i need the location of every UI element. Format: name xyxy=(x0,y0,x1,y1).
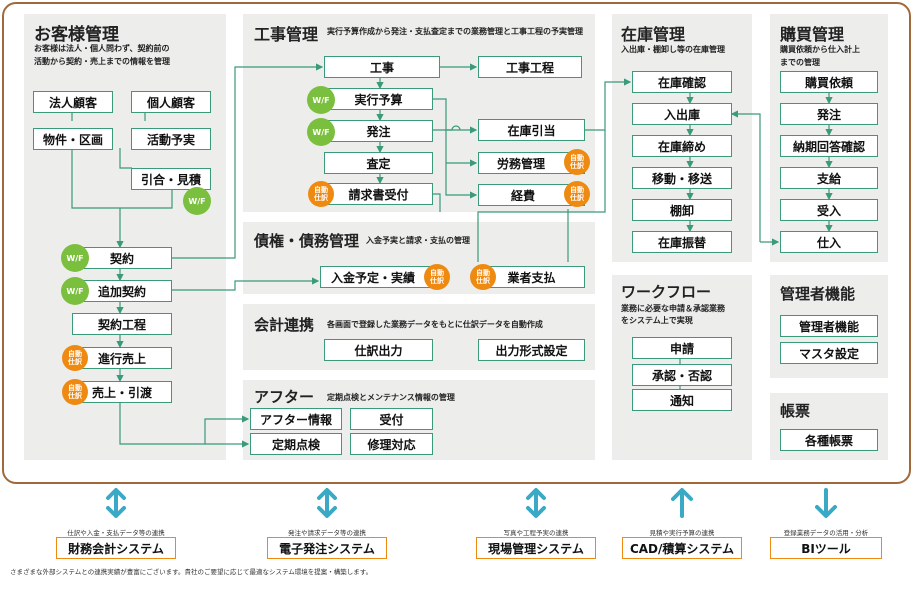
accounting-desc: 各画面で登録した業務データをもとに仕訳データを自動作成 xyxy=(327,320,543,329)
property-box[interactable]: 物件・区画 xyxy=(33,128,113,150)
wf-badge-additional: W/F xyxy=(61,277,89,305)
wf-badge-budget: W/F xyxy=(307,86,335,114)
purchase-desc-2: までの管理 xyxy=(780,58,820,67)
journal-output-box[interactable]: 仕訳出力 xyxy=(324,339,433,361)
debt-title: 債権・債務管理 xyxy=(254,232,360,250)
individual-customer-box[interactable]: 個人顧客 xyxy=(131,91,211,113)
purchase-title: 購買管理 xyxy=(780,25,845,44)
stocktaking-box[interactable]: 棚卸 xyxy=(632,199,732,221)
stock-closing-box[interactable]: 在庫締め xyxy=(632,135,732,157)
ext-label-1: 仕訳や入金・支払データ等の連携 xyxy=(67,529,165,537)
stock-transfer-box[interactable]: 在庫振替 xyxy=(632,231,732,253)
inventory-desc: 入出庫・棚卸し等の在庫管理 xyxy=(621,45,725,54)
progress-sales-box[interactable]: 進行売上 xyxy=(72,347,172,369)
admin-title: 管理者機能 xyxy=(780,285,856,303)
labor-box[interactable]: 労務管理 xyxy=(478,152,585,174)
construction-schedule-box[interactable]: 工事工程 xyxy=(478,56,582,78)
admin-function-box[interactable]: 管理者機能 xyxy=(780,315,878,337)
corporate-customer-box[interactable]: 法人顧客 xyxy=(33,91,113,113)
supply-box[interactable]: 支給 xyxy=(780,167,878,189)
auto-badge-expense: 自動 仕訳 xyxy=(564,181,590,207)
workflow-desc-2: をシステム上で実現 xyxy=(621,316,693,325)
down-arrow-icon xyxy=(815,488,837,518)
ext-label-3: 写真や工程予実の連携 xyxy=(503,529,569,537)
up-arrow-icon xyxy=(671,488,693,518)
ext-bi-tool[interactable]: BIツール xyxy=(770,537,882,559)
output-format-box[interactable]: 出力形式設定 xyxy=(478,339,585,361)
purchase-desc-1: 購買依頼から仕入計上 xyxy=(780,45,860,54)
purchase-record-box[interactable]: 仕入 xyxy=(780,231,878,253)
wf-badge-estimate: W/F xyxy=(183,187,211,215)
contract-box[interactable]: 契約 xyxy=(72,247,172,269)
notification-box[interactable]: 通知 xyxy=(632,389,732,411)
stock-check-box[interactable]: 在庫確認 xyxy=(632,71,732,93)
periodic-inspection-box[interactable]: 定期点検 xyxy=(250,433,342,455)
ext-label-5: 登録業務データの活用・分析 xyxy=(783,529,869,537)
budget-box[interactable]: 実行予算 xyxy=(324,88,433,110)
customer-desc-2: 活動から契約・売上までの情報を管理 xyxy=(34,57,170,66)
ext-site-management-system[interactable]: 現場管理システム xyxy=(476,537,596,559)
workflow-desc-1: 業務に必要な申請＆承認業務 xyxy=(621,304,725,313)
inquiry-estimate-box[interactable]: 引合・見積 xyxy=(131,168,211,190)
wf-badge-order: W/F xyxy=(307,118,335,146)
various-forms-box[interactable]: 各種帳票 xyxy=(780,429,878,451)
auto-badge-progress: 自動 仕訳 xyxy=(62,345,88,371)
construction-title: 工事管理 xyxy=(254,25,319,44)
after-info-box[interactable]: アフター情報 xyxy=(250,408,342,430)
after-desc: 定期点検とメンテナンス情報の管理 xyxy=(327,393,455,402)
receipt-schedule-box[interactable]: 入金予定・実績 xyxy=(320,266,437,288)
construction-desc: 実行予算作成から発注・支払査定までの業務管理と工事工程の予実管理 xyxy=(327,27,583,36)
auto-badge-receipt: 自動 仕訳 xyxy=(424,264,450,290)
application-box[interactable]: 申請 xyxy=(632,337,732,359)
ext-cad-system[interactable]: CAD/積算システム xyxy=(622,537,742,559)
sales-delivery-box[interactable]: 売上・引渡 xyxy=(72,381,172,403)
construction-box[interactable]: 工事 xyxy=(324,56,440,78)
receiving-box[interactable]: 受入 xyxy=(780,199,878,221)
auto-badge-vendor: 自動 仕訳 xyxy=(470,264,496,290)
both-arrow-icon-1 xyxy=(106,488,126,518)
ext-e-order-system[interactable]: 電子発注システム xyxy=(267,537,387,559)
wf-badge-contract: W/F xyxy=(61,244,89,272)
purchase-order-box[interactable]: 発注 xyxy=(780,103,878,125)
customer-desc-1: お客様は法人・個人問わず、契約前の xyxy=(34,44,170,53)
auto-badge-delivery: 自動 仕訳 xyxy=(62,379,88,405)
ext-financial-system[interactable]: 財務会計システム xyxy=(56,537,176,559)
accounting-title: 会計連携 xyxy=(254,316,315,334)
assessment-box[interactable]: 査定 xyxy=(324,152,433,174)
inventory-title: 在庫管理 xyxy=(621,25,686,44)
reception-box[interactable]: 受付 xyxy=(350,408,433,430)
in-out-box[interactable]: 入出庫 xyxy=(632,103,732,125)
activity-box[interactable]: 活動予実 xyxy=(131,128,211,150)
forms-title: 帳票 xyxy=(780,402,811,420)
debt-desc: 入金予実と請求・支払の管理 xyxy=(366,236,470,245)
stock-allocation-box[interactable]: 在庫引当 xyxy=(478,119,585,141)
expense-box[interactable]: 経費 xyxy=(478,184,585,206)
footnote: さまざまな外部システムとの連携実績が豊富にございます。貴社のご要望に応じて最適な… xyxy=(10,568,373,576)
construction-panel xyxy=(243,14,595,212)
delivery-reply-box[interactable]: 納期回答確認 xyxy=(780,135,878,157)
transfer-box[interactable]: 移動・移送 xyxy=(632,167,732,189)
approval-box[interactable]: 承認・否認 xyxy=(632,364,732,386)
after-title: アフター xyxy=(254,388,315,406)
order-box[interactable]: 発注 xyxy=(324,120,433,142)
additional-contract-box[interactable]: 追加契約 xyxy=(72,280,172,302)
ext-label-2: 発注や請求データ等の連携 xyxy=(288,529,366,537)
auto-badge-labor: 自動 仕訳 xyxy=(564,149,590,175)
workflow-title: ワークフロー xyxy=(621,283,712,301)
master-settings-box[interactable]: マスタ設定 xyxy=(780,342,878,364)
ext-label-4: 見積や実行予算の連携 xyxy=(649,529,715,537)
repair-box[interactable]: 修理対応 xyxy=(350,433,433,455)
purchase-request-box[interactable]: 購買依頼 xyxy=(780,71,878,93)
contract-schedule-box[interactable]: 契約工程 xyxy=(72,313,172,335)
both-arrow-icon-2 xyxy=(317,488,337,518)
both-arrow-icon-3 xyxy=(526,488,546,518)
vendor-payment-box[interactable]: 業者支払 xyxy=(478,266,585,288)
customer-title: お客様管理 xyxy=(34,25,119,45)
auto-badge-invoice: 自動 仕訳 xyxy=(308,181,334,207)
